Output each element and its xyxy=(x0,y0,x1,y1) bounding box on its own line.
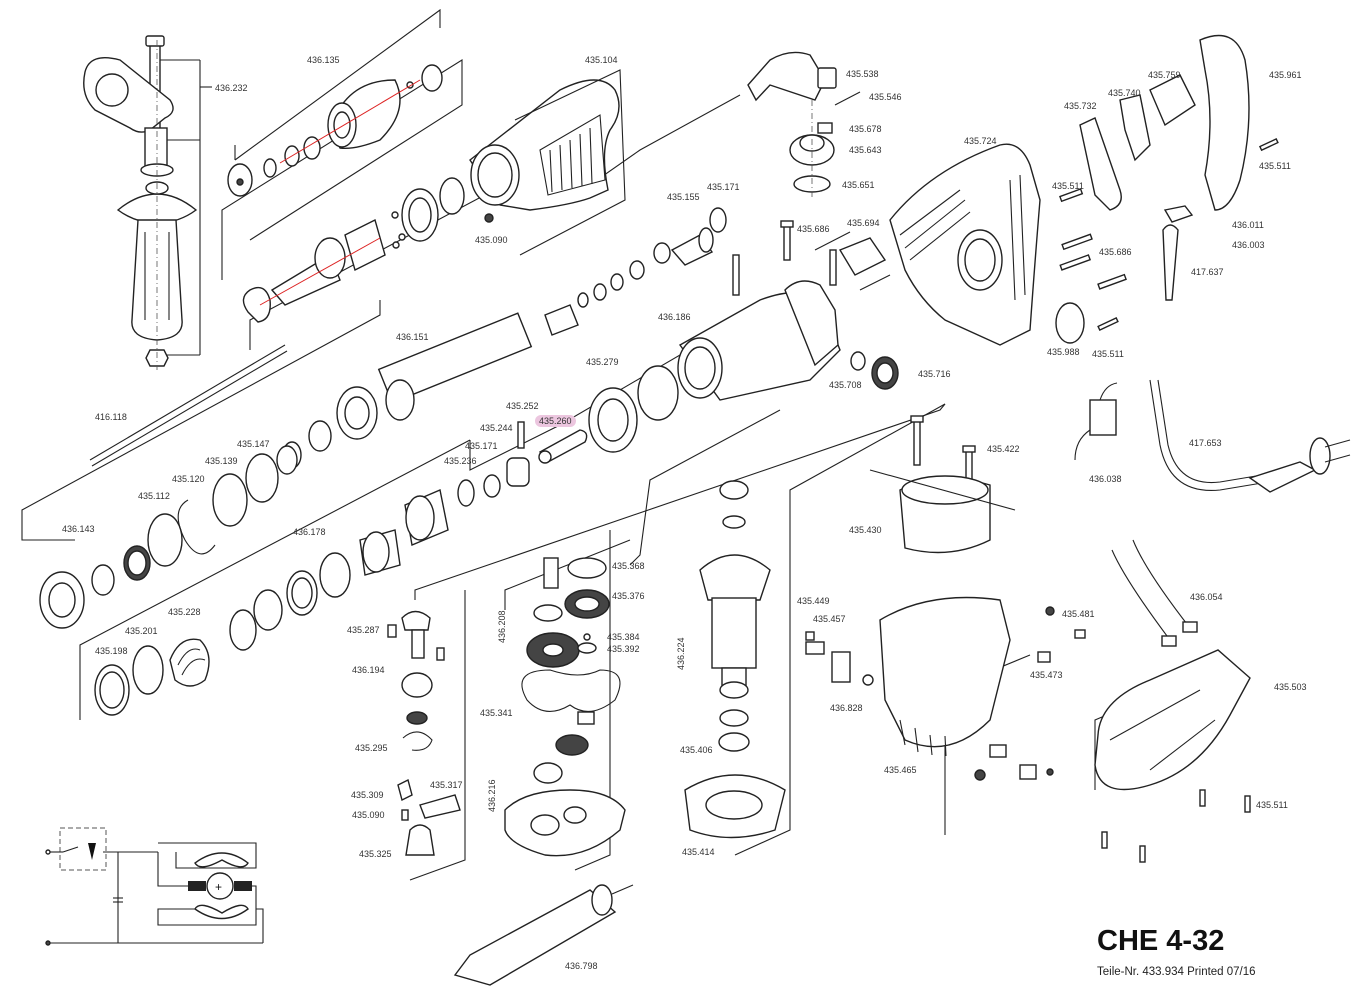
cylinder-drawing xyxy=(89,207,740,469)
part-label-436-011[interactable]: 436.011 xyxy=(1232,220,1264,230)
part-label-435-406[interactable]: 435.406 xyxy=(680,745,713,755)
part-label-435-724[interactable]: 435.724 xyxy=(964,136,997,146)
electrical-drawing xyxy=(1074,379,1351,863)
part-label-416-118[interactable]: 416.118 xyxy=(95,412,127,422)
rear-handle-drawing xyxy=(1079,34,1279,301)
part-label-435-236[interactable]: 435.236 xyxy=(444,456,477,466)
part-label-435-279[interactable]: 435.279 xyxy=(586,357,619,367)
part-label-435-198[interactable]: 435.198 xyxy=(95,646,128,656)
part-label-435-759[interactable]: 435.759 xyxy=(1148,70,1181,80)
part-label-435-147[interactable]: 435.147 xyxy=(237,439,270,449)
part-label-435-511-b[interactable]: 435.511 xyxy=(1259,161,1291,171)
part-label-435-228[interactable]: 435.228 xyxy=(168,607,201,617)
part-label-435-481[interactable]: 435.481 xyxy=(1062,609,1095,619)
part-label-435-511-c[interactable]: 435.511 xyxy=(1092,349,1124,359)
part-label-435-295[interactable]: 435.295 xyxy=(355,743,388,753)
part-label-435-988[interactable]: 435.988 xyxy=(1047,347,1080,357)
part-label-436-194[interactable]: 436.194 xyxy=(352,665,385,675)
part-number-print-date: Teile-Nr. 433.934 Printed 07/16 xyxy=(1097,966,1256,978)
part-label-435-678[interactable]: 435.678 xyxy=(849,124,882,134)
part-label-436-208[interactable]: 436.208 xyxy=(497,610,507,643)
part-label-435-511-a[interactable]: 435.511 xyxy=(1052,181,1084,191)
part-label-435-325[interactable]: 435.325 xyxy=(359,849,392,859)
part-label-435-546[interactable]: 435.546 xyxy=(869,92,902,102)
part-label-435-090-b[interactable]: 435.090 xyxy=(352,810,385,820)
ring-row-drawing xyxy=(39,445,449,716)
part-label-435-422[interactable]: 435.422 xyxy=(987,444,1020,454)
motor-drawing xyxy=(684,415,1086,839)
part-label-435-961[interactable]: 435.961 xyxy=(1269,70,1302,80)
part-label-435-104[interactable]: 435.104 xyxy=(585,55,618,65)
part-label-436-151[interactable]: 436.151 xyxy=(396,332,429,342)
part-label-435-376[interactable]: 435.376 xyxy=(612,591,645,601)
part-label-435-341[interactable]: 435.341 xyxy=(480,708,513,718)
part-label-435-449[interactable]: 435.449 xyxy=(797,596,830,606)
part-label-436-143[interactable]: 436.143 xyxy=(62,524,95,534)
part-label-435-171-b[interactable]: 435.171 xyxy=(465,441,498,451)
part-label-435-414[interactable]: 435.414 xyxy=(682,847,715,857)
group-frames xyxy=(21,8,1136,881)
part-label-435-260-highlighted[interactable]: 435.260 xyxy=(535,415,576,427)
part-label-436-038[interactable]: 436.038 xyxy=(1089,474,1122,484)
gear-group-drawing xyxy=(387,557,626,857)
part-label-435-686-b[interactable]: 435.686 xyxy=(1099,247,1132,257)
tool-holder-drawing xyxy=(227,64,465,323)
part-label-435-155[interactable]: 435.155 xyxy=(667,192,700,202)
model-title: CHE 4-32 xyxy=(1097,925,1225,957)
mode-selector-drawing xyxy=(747,51,891,291)
part-label-435-708[interactable]: 435.708 xyxy=(829,380,862,390)
grease-tube-drawing xyxy=(453,884,634,986)
part-label-435-090-a[interactable]: 435.090 xyxy=(475,235,508,245)
part-label-435-538[interactable]: 435.538 xyxy=(846,69,879,79)
part-label-435-287[interactable]: 435.287 xyxy=(347,625,380,635)
part-label-435-317[interactable]: 435.317 xyxy=(430,780,463,790)
part-label-435-511-d[interactable]: 435.511 xyxy=(1256,800,1288,810)
part-label-435-244[interactable]: 435.244 xyxy=(480,423,513,433)
part-label-435-171-a[interactable]: 435.171 xyxy=(707,182,740,192)
part-label-435-120[interactable]: 435.120 xyxy=(172,474,205,484)
part-label-435-392[interactable]: 435.392 xyxy=(607,644,640,654)
part-label-435-643[interactable]: 435.643 xyxy=(849,145,882,155)
side-handle-drawing xyxy=(83,35,212,370)
part-label-435-309[interactable]: 435.309 xyxy=(351,790,384,800)
part-label-435-465[interactable]: 435.465 xyxy=(884,765,917,775)
part-label-435-430[interactable]: 435.430 xyxy=(849,525,882,535)
front-housing-drawing xyxy=(469,69,626,256)
part-label-435-694[interactable]: 435.694 xyxy=(847,218,880,228)
part-label-417-653[interactable]: 417.653 xyxy=(1189,438,1222,448)
part-label-435-686-a[interactable]: 435.686 xyxy=(797,224,830,234)
circuit-schematic: + xyxy=(45,827,264,946)
part-label-435-716[interactable]: 435.716 xyxy=(918,369,951,379)
part-label-435-651[interactable]: 435.651 xyxy=(842,180,875,190)
part-label-417-637[interactable]: 417.637 xyxy=(1191,267,1224,277)
part-label-435-384[interactable]: 435.384 xyxy=(607,632,640,642)
part-label-435-503[interactable]: 435.503 xyxy=(1274,682,1307,692)
part-label-436-828[interactable]: 436.828 xyxy=(830,703,863,713)
part-label-436-186[interactable]: 436.186 xyxy=(658,312,691,322)
part-label-436-054[interactable]: 436.054 xyxy=(1190,592,1223,602)
part-label-435-139[interactable]: 435.139 xyxy=(205,456,238,466)
part-label-436-232[interactable]: 436.232 xyxy=(215,83,248,93)
svg-text:+: + xyxy=(215,880,222,894)
part-label-435-732[interactable]: 435.732 xyxy=(1064,101,1097,111)
part-label-435-368[interactable]: 435.368 xyxy=(612,561,645,571)
part-label-435-112[interactable]: 435.112 xyxy=(138,491,170,501)
part-label-435-457[interactable]: 435.457 xyxy=(813,614,846,624)
part-label-436-224[interactable]: 436.224 xyxy=(676,637,686,670)
part-label-435-473[interactable]: 435.473 xyxy=(1030,670,1063,680)
part-label-436-135[interactable]: 436.135 xyxy=(307,55,340,65)
part-label-435-740[interactable]: 435.740 xyxy=(1108,88,1141,98)
motor-housing-drawing xyxy=(889,143,1127,346)
piston-drawing xyxy=(457,280,899,507)
part-label-435-252[interactable]: 435.252 xyxy=(506,401,539,411)
part-label-436-216[interactable]: 436.216 xyxy=(487,779,497,812)
part-label-436-798[interactable]: 436.798 xyxy=(565,961,598,971)
part-label-435-201[interactable]: 435.201 xyxy=(125,626,158,636)
part-label-436-003[interactable]: 436.003 xyxy=(1232,240,1265,250)
part-label-436-178[interactable]: 436.178 xyxy=(293,527,326,537)
